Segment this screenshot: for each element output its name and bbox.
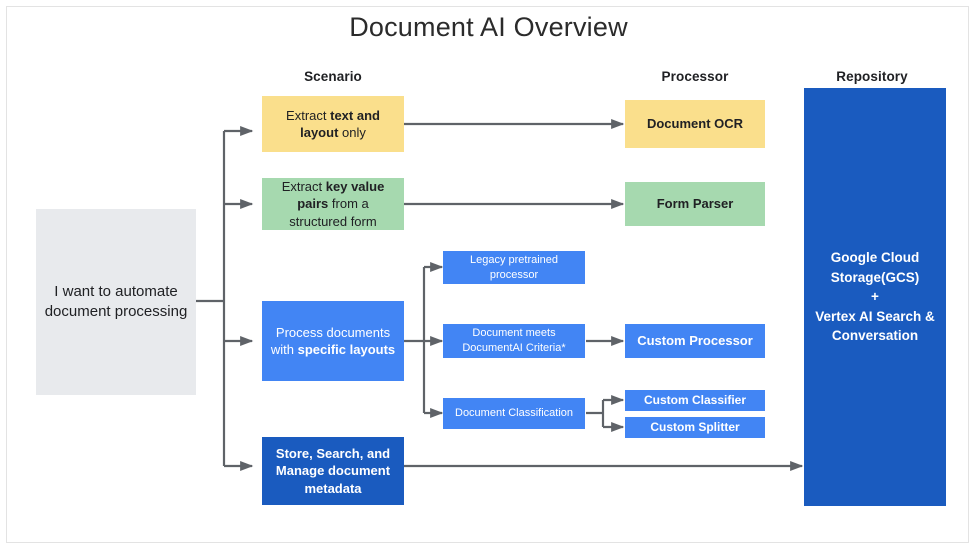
- scenario-process-specific-layouts[interactable]: Process documents with specific layouts: [262, 301, 404, 381]
- decision-meets-criteria[interactable]: Document meets DocumentAI Criteria*: [443, 324, 585, 358]
- decision-document-classification[interactable]: Document Classification: [443, 398, 585, 429]
- processor-custom-processor[interactable]: Custom Processor: [625, 324, 765, 358]
- scenario-extract-key-value-label: Extract key value pairs from a structure…: [281, 179, 385, 229]
- processor-custom-processor-label: Custom Processor: [637, 333, 753, 349]
- decision-legacy-pretrained-label: Legacy pretrained processor: [469, 253, 559, 281]
- repository-line-1: Google Cloud: [830, 250, 920, 266]
- processor-custom-classifier[interactable]: Custom Classifier: [625, 390, 765, 411]
- processor-form-parser[interactable]: Form Parser: [625, 182, 765, 226]
- start-node-label: I want to automate document processing: [44, 283, 188, 320]
- repository-line-2: Storage(GCS): [830, 269, 920, 285]
- processor-custom-splitter-label: Custom Splitter: [650, 419, 740, 434]
- column-header-scenario: Scenario: [304, 69, 362, 84]
- scenario-store-search-manage[interactable]: Store, Search, and Manage document metad…: [262, 437, 404, 505]
- repository-label: Google Cloud Storage(GCS) + Vertex AI Se…: [810, 248, 940, 346]
- scenario-extract-text-layout-label: Extract text and layout only: [286, 107, 380, 140]
- scenario-process-specific-layouts-label: Process documents with specific layouts: [270, 324, 396, 357]
- scenario-store-search-manage-label: Store, Search, and Manage document metad…: [275, 446, 391, 496]
- processor-form-parser-label: Form Parser: [656, 196, 734, 212]
- repository-line-5: Conversation: [831, 328, 919, 344]
- processor-document-ocr[interactable]: Document OCR: [625, 100, 765, 148]
- column-header-processor: Processor: [661, 69, 729, 84]
- processor-custom-classifier-label: Custom Classifier: [643, 392, 747, 407]
- decision-meets-criteria-label: Document meets DocumentAI Criteria*: [462, 327, 566, 354]
- processor-custom-splitter[interactable]: Custom Splitter: [625, 417, 765, 438]
- start-node[interactable]: I want to automate document processing: [36, 209, 196, 395]
- repository-gcs-vertex[interactable]: Google Cloud Storage(GCS) + Vertex AI Se…: [804, 88, 946, 506]
- processor-document-ocr-label: Document OCR: [646, 116, 744, 132]
- scenario-extract-text-layout[interactable]: Extract text and layout only: [262, 96, 404, 152]
- decision-legacy-pretrained[interactable]: Legacy pretrained processor: [443, 251, 585, 284]
- repository-line-4: Vertex AI Search &: [815, 308, 935, 324]
- scenario-extract-key-value[interactable]: Extract key value pairs from a structure…: [262, 178, 404, 230]
- repository-line-3: +: [871, 289, 879, 305]
- column-header-repository: Repository: [836, 69, 908, 84]
- decision-document-classification-label: Document Classification: [455, 407, 573, 420]
- page-title: Document AI Overview: [349, 12, 628, 42]
